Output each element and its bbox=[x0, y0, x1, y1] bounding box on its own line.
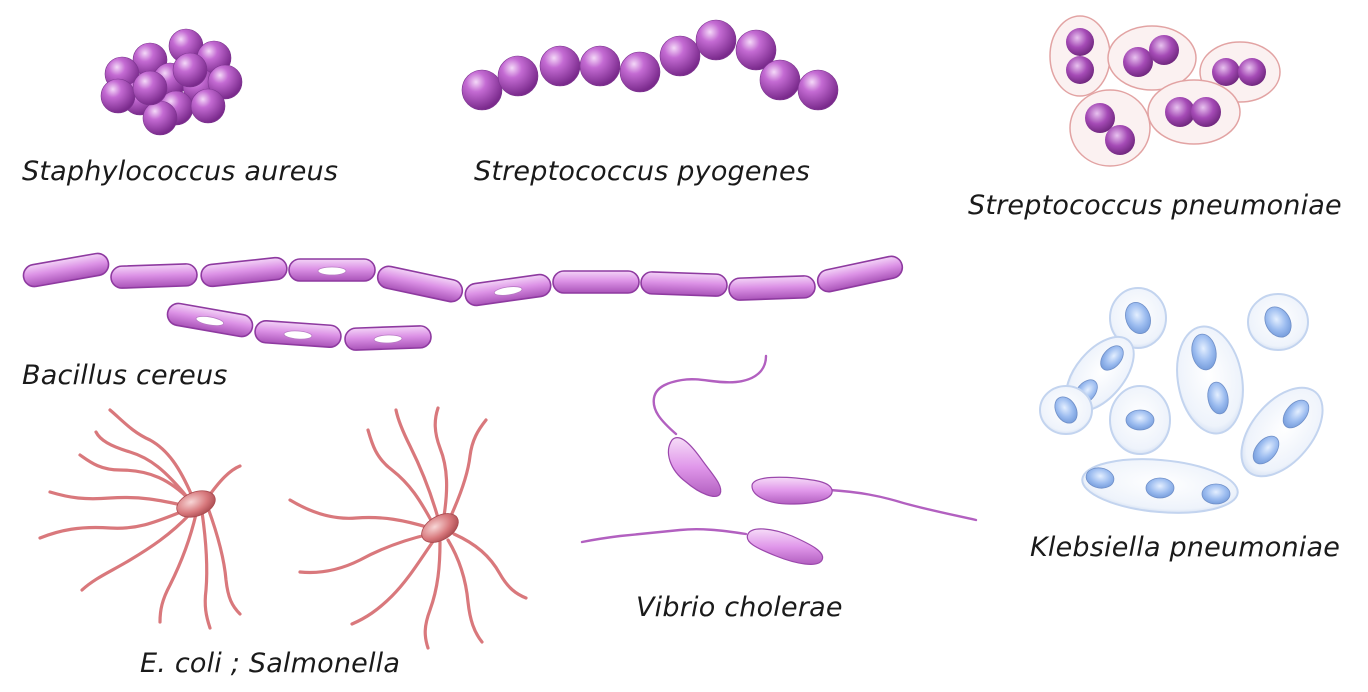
flagellum bbox=[435, 408, 446, 516]
coccus-sphere bbox=[696, 20, 736, 60]
rod-cell bbox=[111, 264, 198, 289]
rod-body bbox=[816, 254, 905, 293]
rod-cell bbox=[553, 271, 639, 293]
vibrio-body bbox=[752, 477, 832, 504]
diplococcus-cell bbox=[1149, 35, 1179, 65]
rod-cell bbox=[200, 257, 288, 288]
diplococcus-cell bbox=[1212, 58, 1240, 86]
flagellum bbox=[425, 542, 440, 648]
rod-cell bbox=[254, 320, 341, 348]
diplococcus-cell bbox=[1066, 28, 1094, 56]
label-bacillus-cereus: Bacillus cereus bbox=[22, 360, 228, 391]
diplococcus-cell bbox=[1165, 97, 1195, 127]
rod-body bbox=[553, 271, 639, 293]
rod-body bbox=[200, 257, 288, 288]
rod-body bbox=[641, 272, 728, 297]
label-streptococcus-pyogenes: Streptococcus pyogenes bbox=[474, 156, 810, 187]
coccus-sphere bbox=[760, 60, 800, 100]
flagellum bbox=[160, 514, 196, 622]
flagellum bbox=[202, 512, 210, 628]
coccus-sphere bbox=[462, 70, 502, 110]
coccus-sphere bbox=[580, 46, 620, 86]
diplococcus-cell bbox=[1191, 97, 1221, 127]
klebsiella-capsulated-rods bbox=[1040, 288, 1338, 519]
rod-cell bbox=[289, 259, 375, 281]
endospore bbox=[318, 267, 346, 275]
rod-body bbox=[22, 252, 111, 289]
flagellum bbox=[352, 540, 434, 624]
vibrio-comma-cells bbox=[582, 356, 976, 564]
flagellum bbox=[110, 410, 192, 496]
vibrio-flagellum bbox=[830, 490, 976, 520]
bacillus-rod-chain bbox=[22, 252, 905, 351]
label-vibrio-cholerae: Vibrio cholerae bbox=[636, 592, 843, 623]
rod-cell bbox=[376, 264, 465, 303]
coccus-sphere bbox=[660, 36, 700, 76]
label-staphylococcus-aureus: Staphylococcus aureus bbox=[22, 156, 338, 187]
streptococcus-pneumoniae-diplococci bbox=[1050, 16, 1280, 166]
flagellum bbox=[40, 510, 186, 538]
flagellum bbox=[448, 540, 482, 642]
coccus-sphere bbox=[620, 52, 660, 92]
klebsiella-cell bbox=[1146, 478, 1174, 498]
rod-body bbox=[376, 264, 465, 303]
flagellum bbox=[300, 534, 430, 573]
diplococcus-cell bbox=[1066, 56, 1094, 84]
flagellum bbox=[396, 410, 438, 518]
rod-body bbox=[729, 276, 816, 301]
coccus-sphere bbox=[133, 71, 167, 105]
coccus-sphere bbox=[173, 53, 207, 87]
rod-cell bbox=[729, 276, 816, 301]
coccus-sphere bbox=[191, 89, 225, 123]
rod-cell bbox=[22, 252, 111, 289]
diplococcus-cell bbox=[1105, 125, 1135, 155]
rod-cell bbox=[166, 302, 255, 339]
coccus-sphere bbox=[540, 46, 580, 86]
label-streptococcus-pneumoniae: Streptococcus pneumoniae bbox=[968, 190, 1342, 221]
label-ecoli-salmonella: E. coli ; Salmonella bbox=[140, 648, 400, 679]
klebsiella-cell bbox=[1126, 410, 1154, 430]
vibrio-body bbox=[668, 438, 720, 497]
rod-cell bbox=[641, 272, 728, 297]
label-klebsiella-pneumoniae: Klebsiella pneumoniae bbox=[1030, 532, 1340, 563]
flagellum bbox=[450, 420, 486, 518]
vibrio-flagellum bbox=[654, 356, 766, 434]
streptococcus-pyogenes-chain bbox=[462, 20, 838, 110]
coccus-sphere bbox=[143, 101, 177, 135]
rod-body bbox=[111, 264, 198, 289]
flagellum bbox=[50, 492, 186, 506]
staphylococcus-cluster bbox=[101, 29, 242, 135]
diplococcus-cell bbox=[1123, 47, 1153, 77]
rod-cell bbox=[345, 326, 432, 351]
ecoli-salmonella-flagellated-cells bbox=[40, 408, 526, 648]
flagellum bbox=[208, 508, 240, 614]
flagellated-cell bbox=[290, 408, 526, 648]
flagellum bbox=[290, 500, 430, 528]
vibrio-body bbox=[747, 529, 822, 564]
flagellated-cell bbox=[40, 410, 240, 628]
coccus-sphere bbox=[798, 70, 838, 110]
coccus-sphere bbox=[101, 79, 135, 113]
rod-cell bbox=[816, 254, 905, 293]
vibrio-flagellum bbox=[582, 529, 746, 542]
klebsiella-cell bbox=[1202, 484, 1230, 504]
rod-cell bbox=[464, 273, 552, 307]
diplococcus-cell bbox=[1238, 58, 1266, 86]
coccus-sphere bbox=[498, 56, 538, 96]
